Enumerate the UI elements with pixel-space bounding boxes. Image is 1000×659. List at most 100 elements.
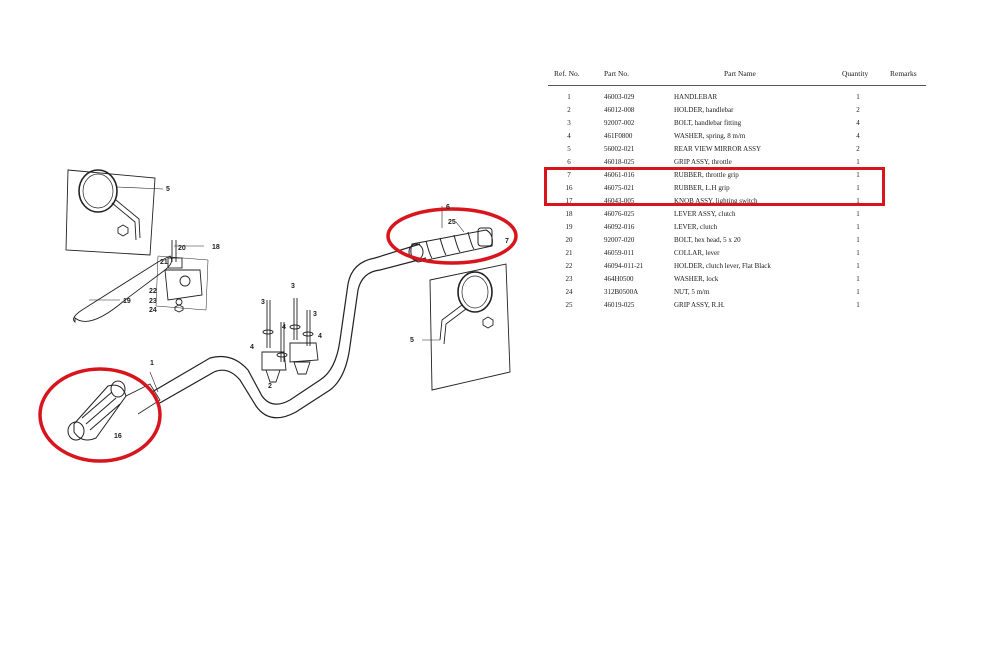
table-cell-ref: 25 [565, 301, 573, 309]
table-cell-qty: 1 [856, 171, 860, 179]
table-cell-part-no: 46043-005 [604, 197, 635, 205]
callout-label: 7 [505, 238, 509, 245]
table-cell-ref: 18 [565, 210, 573, 218]
table-cell-part-no: 461F0800 [604, 132, 633, 140]
table-cell-part-no: 46012-008 [604, 106, 635, 114]
table-cell-ref: 20 [565, 236, 573, 244]
table-row: 20 92007-020 BOLT, hex head, 5 x 20 1 [548, 234, 926, 247]
callout-label: 3 [313, 311, 317, 318]
table-cell-qty: 1 [856, 301, 860, 309]
header-divider [548, 85, 926, 86]
handlebar [149, 243, 427, 419]
table-cell-name: NUT, 5 m/m [674, 288, 710, 296]
table-cell-ref: 1 [567, 93, 571, 101]
table-cell-qty: 1 [856, 210, 860, 218]
parts-table: Ref. No. Part No. Part Name Quantity Rem… [548, 66, 926, 309]
table-cell-name: GRIP ASSY, R.H. [674, 301, 725, 309]
table-cell-name: HOLDER, clutch lever, Flat Black [674, 262, 771, 270]
table-cell-part-no: 46092-016 [604, 223, 635, 231]
table-cell-part-no: 46059-011 [604, 249, 635, 257]
table-cell-qty: 1 [856, 93, 860, 101]
callout-label: 3 [261, 299, 265, 306]
table-cell-qty: 1 [856, 275, 860, 283]
table-cell-ref: 3 [567, 119, 571, 127]
table-cell-qty: 1 [856, 197, 860, 205]
right-grip-rubber [408, 206, 493, 263]
table-cell-name: COLLAR, lever [674, 249, 720, 257]
callout-label: 6 [446, 204, 450, 211]
table-cell-name: KNOB ASSY, lighting switch [674, 197, 758, 205]
table-header: Ref. No. Part No. Part Name Quantity Rem… [548, 66, 926, 83]
table-cell-qty: 1 [856, 288, 860, 296]
handlebar-holders [261, 298, 319, 383]
table-cell-qty: 4 [856, 119, 860, 127]
table-cell-qty: 1 [856, 184, 860, 192]
column-header-ref-no: Ref. No. [554, 69, 580, 78]
callout-label: 5 [410, 337, 414, 344]
table-cell-qty: 1 [856, 262, 860, 270]
highlight-ellipse-right-grip [386, 207, 518, 265]
mirror-panel-right [422, 263, 511, 391]
table-cell-ref: 5 [567, 145, 571, 153]
table-cell-name: REAR VIEW MIRROR ASSY [674, 145, 762, 153]
table-cell-qty: 2 [856, 145, 860, 153]
table-cell-part-no: 464H0500 [604, 275, 634, 283]
callout-label: 22 [149, 288, 157, 295]
table-cell-name: BOLT, handlebar fitting [674, 119, 742, 127]
table-cell-ref: 22 [565, 262, 573, 270]
callout-label: 18 [212, 244, 220, 251]
table-cell-qty: 4 [856, 132, 860, 140]
highlight-ellipse-left-grip [38, 367, 162, 463]
table-cell-qty: 1 [856, 158, 860, 166]
table-cell-part-no: 312B0500A [604, 288, 639, 296]
table-cell-part-no: 46094-011-21 [604, 262, 644, 270]
callout-label: 25 [448, 219, 456, 226]
callout-label: 19 [123, 298, 131, 305]
table-cell-ref: 23 [565, 275, 573, 283]
table-cell-part-no: 46019-025 [604, 301, 635, 309]
table-cell-name: RUBBER, L.H grip [674, 184, 730, 192]
callout-label: 24 [149, 307, 157, 314]
table-cell-qty: 1 [856, 223, 860, 231]
highlight-box-rubber-rows [544, 167, 885, 206]
left-grip-rubber [67, 380, 161, 441]
callout-label: 21 [160, 259, 168, 266]
table-cell-name: HOLDER, handlebar [674, 106, 734, 114]
callout-label: 3 [291, 283, 295, 290]
column-header-part-name: Part Name [724, 69, 756, 78]
table-cell-ref: 4 [567, 132, 571, 140]
table-cell-ref: 6 [567, 158, 571, 166]
table-cell-part-no: 46061-016 [604, 171, 635, 179]
column-header-part-no: Part No. [604, 69, 629, 78]
table-cell-name: BOLT, hex head, 5 x 20 [674, 236, 741, 244]
table-cell-part-no: 92007-020 [604, 236, 635, 244]
table-cell-ref: 2 [567, 106, 571, 114]
table-row: 22 46094-011-21 HOLDER, clutch lever, Flat… [548, 260, 926, 273]
callout-label: 1 [150, 360, 154, 367]
table-cell-part-no: 46018-025 [604, 158, 635, 166]
mirror-panel-left [65, 169, 164, 256]
table-row: 25 46019-025 GRIP ASSY, R.H. 1 [548, 299, 926, 312]
table-cell-qty: 1 [856, 236, 860, 244]
table-cell-name: RUBBER, throttle grip [674, 171, 739, 179]
table-cell-qty: 1 [856, 249, 860, 257]
table-cell-ref: 16 [565, 184, 573, 192]
callout-label: 4 [282, 324, 286, 331]
table-cell-name: LEVER, clutch [674, 223, 718, 231]
table-row: 7 46061-016 RUBBER, throttle grip 1 [548, 169, 926, 182]
table-cell-ref: 7 [567, 171, 571, 179]
callout-label: 5 [166, 186, 170, 193]
